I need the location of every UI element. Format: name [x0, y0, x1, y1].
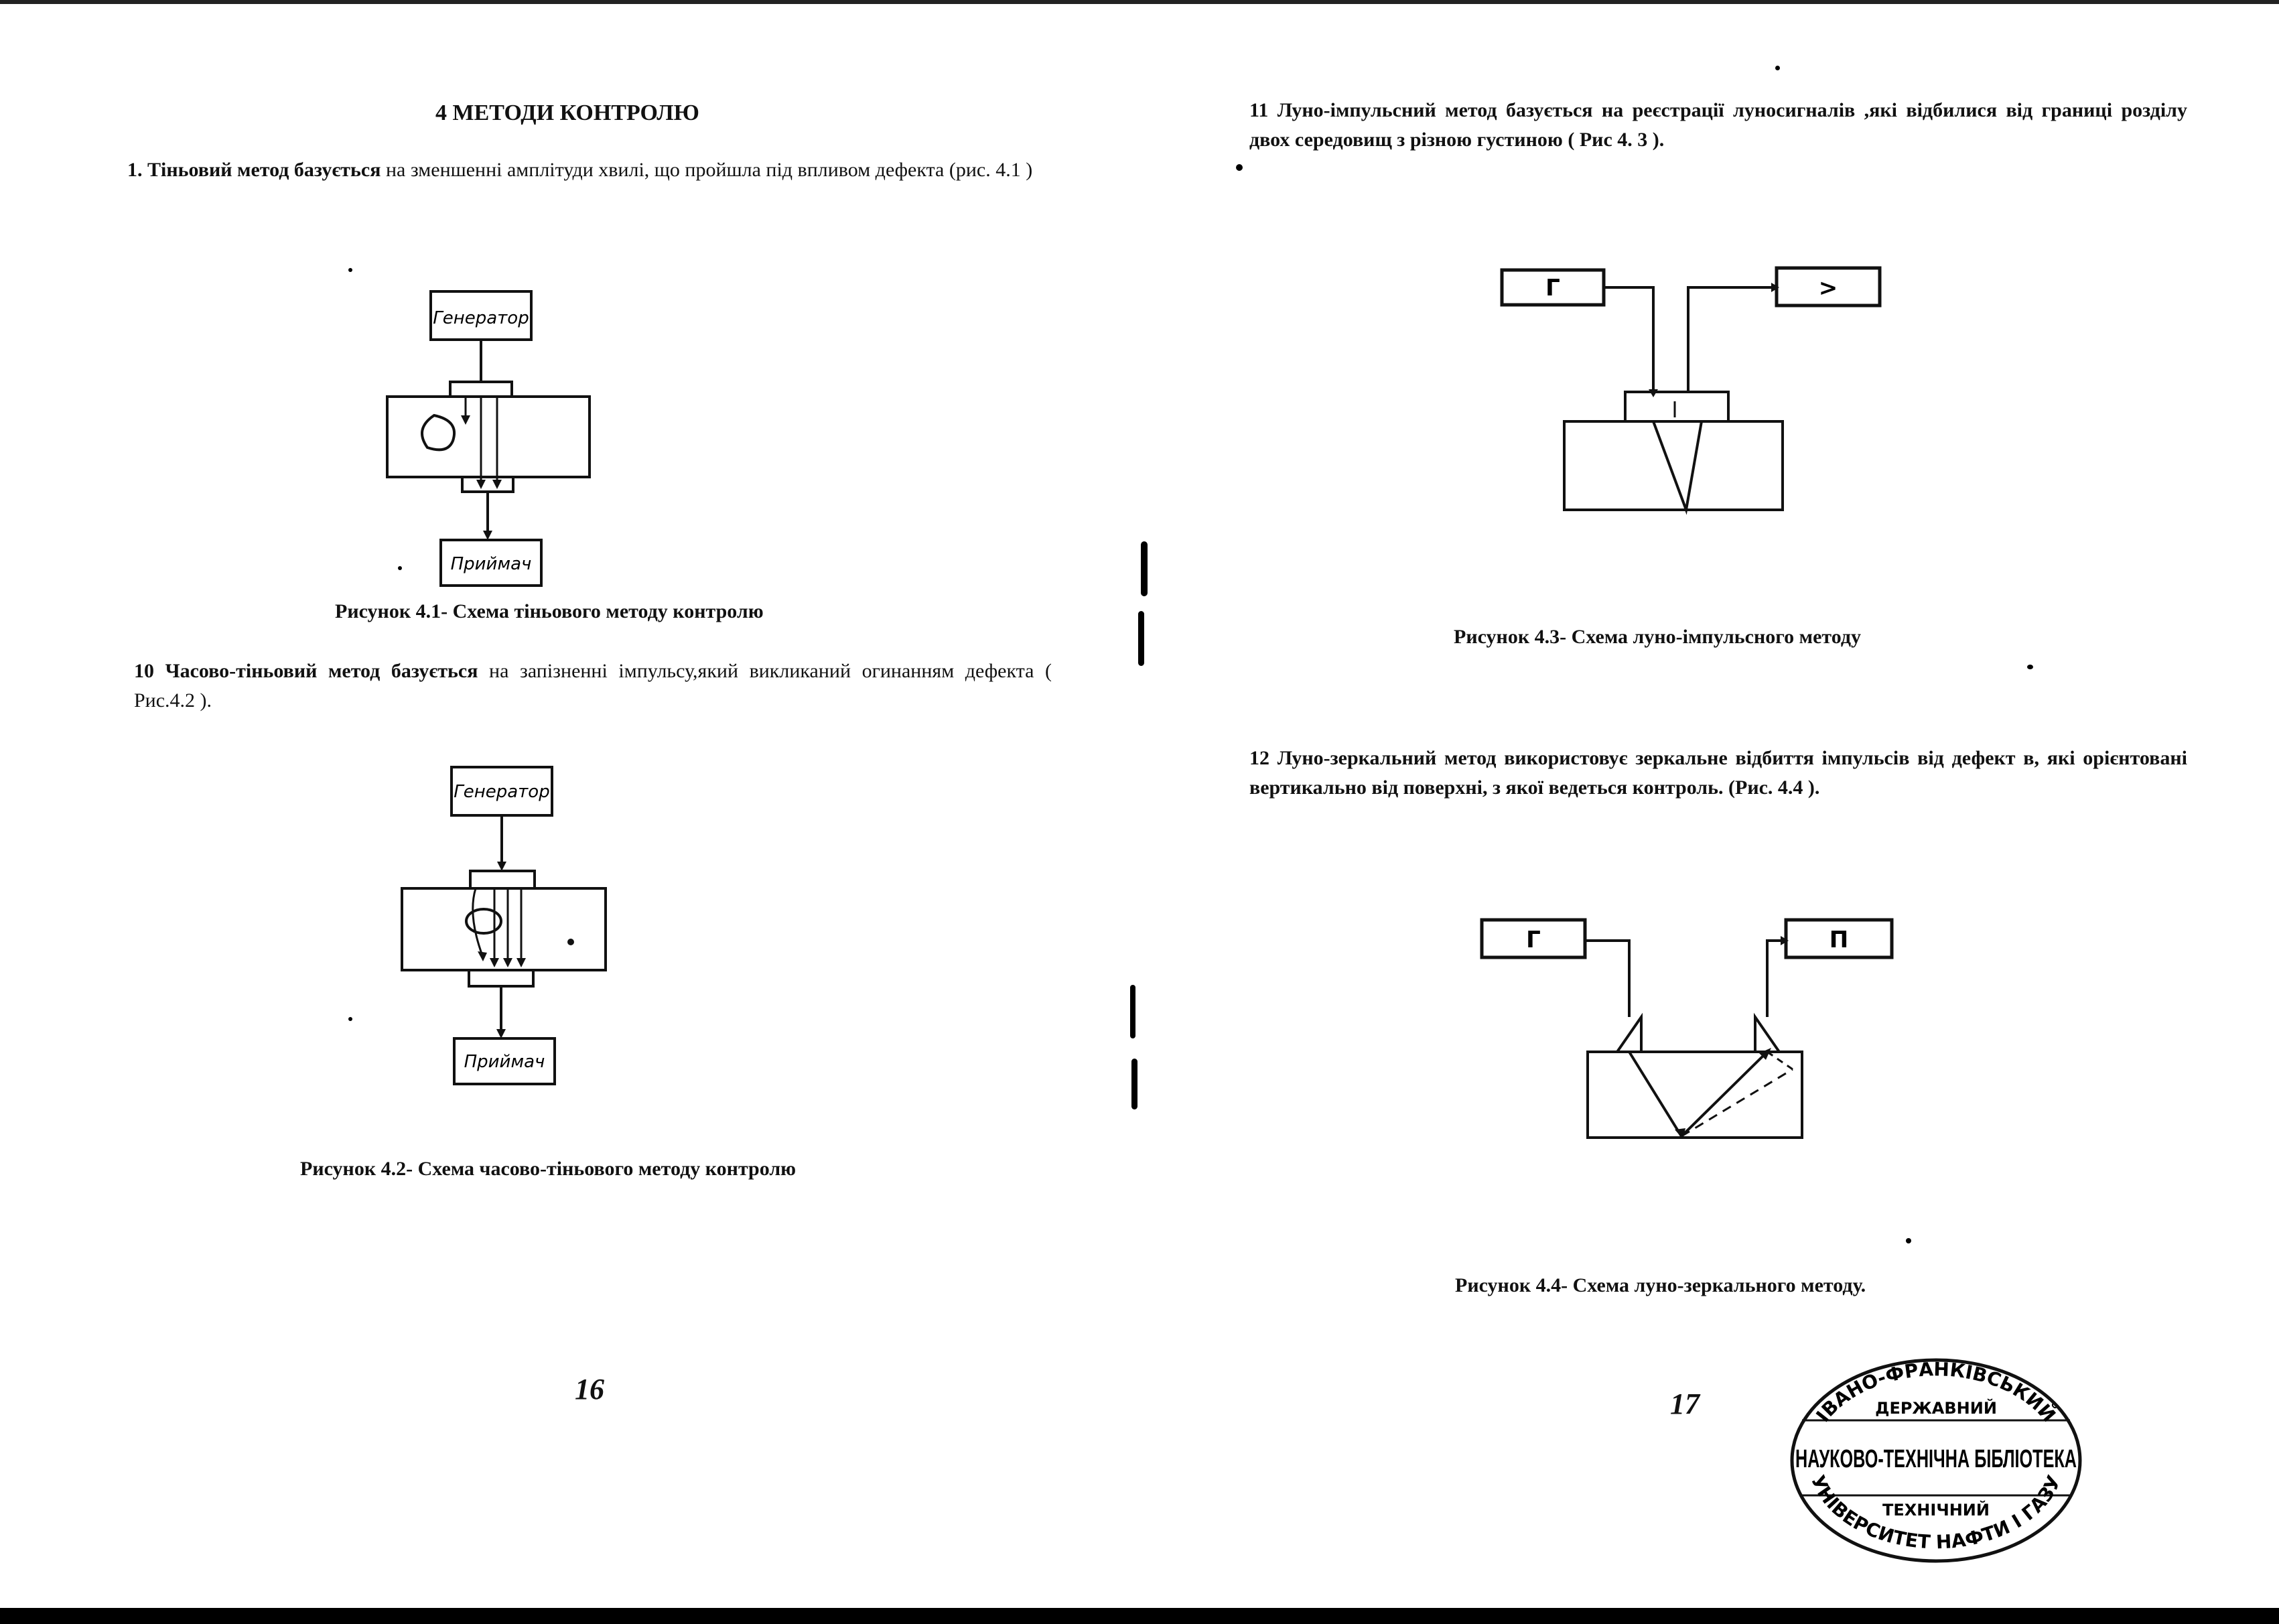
paragraph-echo-mirror-method: 12 Луно-зеркальний метод використовує зе…: [1249, 747, 2187, 799]
receiver-label: Приймач: [464, 1052, 545, 1072]
left-page: 4 МЕТОДИ КОНТРОЛЮ 1. Тіньовий метод базу…: [0, 0, 1139, 1608]
page-number-right: 17: [1670, 1388, 1700, 1420]
scan-speck: [1906, 1238, 1911, 1243]
scan-speck: [348, 268, 352, 272]
paragraph-lead: 1. Тіньовий метод базується: [127, 159, 381, 181]
library-stamp: ІВАНО-ФРАНКІВСЬКИЙ ДЕРЖАВНИЙ НАУКОВО-ТЕХ…: [1790, 1358, 2082, 1563]
scan-top-edge: [0, 0, 2279, 4]
paragraph-lead: 10 Часово-тіньовий метод базується: [134, 660, 478, 682]
emitter-transducer: [449, 381, 513, 398]
generator-letter: Г: [1545, 275, 1560, 301]
scan-speck: [1775, 66, 1780, 70]
scan-speck: [398, 566, 402, 570]
receiver-box-p: [1784, 918, 1894, 959]
receiver-box: [453, 1037, 556, 1085]
binding-mark: [1131, 1059, 1137, 1109]
caption-figure-4-1: Рисунок 4.1- Схема тіньового методу конт…: [335, 600, 764, 622]
defect-shape: [421, 413, 456, 452]
stamp-line-2: ТЕХНІЧНИЙ: [1882, 1500, 1990, 1519]
receiver-letter: П: [1829, 927, 1848, 953]
figure-4-2-time-shadow-method-diagram: Генератор Приймач: [401, 766, 607, 1085]
test-specimen: [1586, 1051, 1803, 1139]
figure-4-1-shadow-method-diagram: Генератор Приймач: [386, 290, 591, 587]
figure-4-3-echo-pulse-method-diagram: Г >: [1500, 266, 1882, 515]
test-specimen: [401, 887, 607, 971]
scan-bottom-edge: [0, 1608, 2279, 1624]
stamp-center-text: НАУКОВО-ТЕХНІЧНА БІБЛІОТЕКА: [1795, 1445, 2077, 1473]
scan-speck: [1236, 164, 1243, 171]
section-title: 4 МЕТОДИ КОНТРОЛЮ: [435, 100, 699, 125]
figure-4-4-echo-mirror-method-diagram: Г П: [1480, 918, 1894, 1139]
binding-mark: [1130, 985, 1135, 1038]
indicator-symbol: >: [1819, 275, 1838, 301]
generator-letter: Г: [1526, 927, 1541, 953]
generator-label: Генератор: [433, 308, 529, 328]
transducer: [1624, 391, 1730, 423]
generator-label: Генератор: [454, 782, 549, 802]
test-specimen: [1563, 420, 1784, 511]
paragraph-text: на зменшенні амплітуди хвилі, що пройшла…: [381, 159, 1033, 181]
receiver-transducer: [461, 476, 514, 493]
paragraph-shadow-method: 1. Тіньовий метод базується на зменшенні…: [127, 155, 1052, 185]
paragraph-text: на запізненні імпульсу,який викликаний о…: [134, 660, 1052, 712]
emitter-transducer: [469, 870, 536, 890]
stamp-line-1: ДЕРЖАВНИЙ: [1875, 1398, 1997, 1418]
page-number-left: 16: [575, 1373, 604, 1406]
test-specimen: [386, 395, 591, 478]
binding-mark: [1138, 611, 1144, 666]
binding-mark: [1141, 541, 1148, 596]
paragraph-time-shadow-method: 10 Часово-тіньовий метод базується на за…: [134, 657, 1052, 716]
receiver-box: [439, 539, 543, 587]
scan-speck: [348, 1017, 352, 1021]
scan-speck: [2027, 665, 2033, 669]
caption-figure-4-3: Рисунок 4.3- Схема луно-імпульсного мето…: [1454, 626, 1862, 648]
caption-figure-4-2: Рисунок 4.2- Схема часово-тіньового мето…: [300, 1158, 797, 1180]
defect-shape: [465, 908, 502, 935]
right-page: 11 Луно-імпульсний метод базується на ре…: [1139, 0, 2279, 1608]
caption-figure-4-4: Рисунок 4.4- Схема луно-зеркального мето…: [1455, 1274, 1866, 1296]
receiver-label: Приймач: [451, 554, 532, 574]
emitter-prism: [1614, 1012, 1643, 1053]
receiver-prism: [1754, 1012, 1782, 1053]
receiver-transducer: [468, 969, 535, 988]
paragraph-echo-pulse-method: 11 Луно-імпульсний метод базується на ре…: [1249, 99, 2187, 151]
generator-box-g: [1480, 918, 1587, 959]
